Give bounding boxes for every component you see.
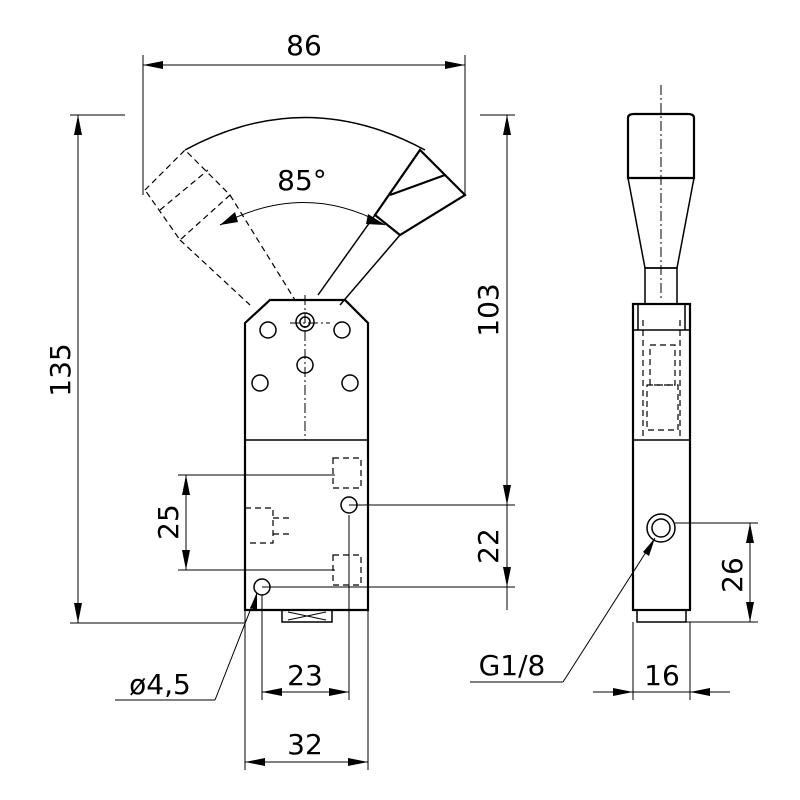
dim-text-hole: ø4,5 [129,668,191,701]
side-view: 26 G1/8 16 [470,85,758,700]
side-port-outer [646,513,676,543]
dim-text-32: 32 [287,728,323,761]
dim-text-103: 103 [472,283,505,336]
dim-text-thread: G1/8 [479,649,546,682]
dim-text-26: 26 [716,557,749,593]
side-handle [626,112,696,180]
lever-swing-arc [184,116,426,151]
lever-left-phantom [144,149,296,306]
dim-text-135: 135 [44,343,77,396]
front-view: 86 85° 135 25 103 22 ø4,5 23 32 [44,29,515,770]
side-port-inner [651,518,671,538]
lever-right [317,148,467,306]
dim-text-16: 16 [644,659,680,692]
dim-text-angle: 85° [277,164,327,197]
dim-text-23: 23 [287,659,323,692]
dim-text-22: 22 [472,528,505,564]
valve-body [243,298,370,623]
angle-dim-arc [219,202,386,226]
hidden-ports [244,457,362,586]
dim-text-86: 86 [286,29,322,62]
side-internal [642,320,681,440]
dim-text-25: 25 [152,504,185,540]
side-body [631,302,692,612]
